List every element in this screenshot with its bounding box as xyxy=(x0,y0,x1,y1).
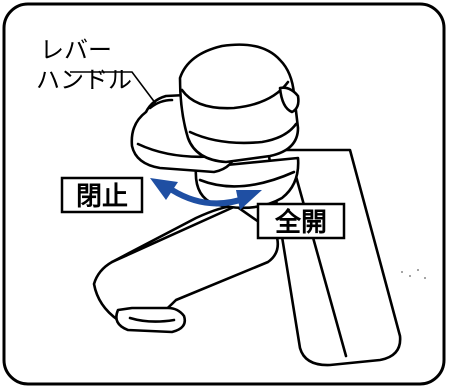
leader-line xyxy=(70,71,157,105)
arrowhead-left-icon xyxy=(150,178,178,200)
lever-cap-top xyxy=(180,80,290,110)
full-open-label: 全開 xyxy=(274,207,327,238)
scan-specks xyxy=(401,269,426,279)
lever-cap xyxy=(178,43,300,164)
faucet-nozzle-rim xyxy=(128,316,176,323)
full-open-label-box xyxy=(256,202,346,240)
close-label: 閉止 xyxy=(76,182,128,212)
faucet-collar-line xyxy=(198,170,296,188)
lever-handle-label-line1: レバー xyxy=(40,36,112,64)
lever-handle-label-line2: ハンドル xyxy=(36,66,132,94)
faucet-nozzle xyxy=(115,306,187,334)
lever-arm-tip xyxy=(148,98,174,110)
arrowhead-right-icon xyxy=(236,190,262,210)
faucet-body-edge xyxy=(290,160,348,358)
close-label-box xyxy=(60,176,144,214)
lever-cap-notch xyxy=(278,86,300,114)
lever-cap-rim xyxy=(188,122,298,145)
